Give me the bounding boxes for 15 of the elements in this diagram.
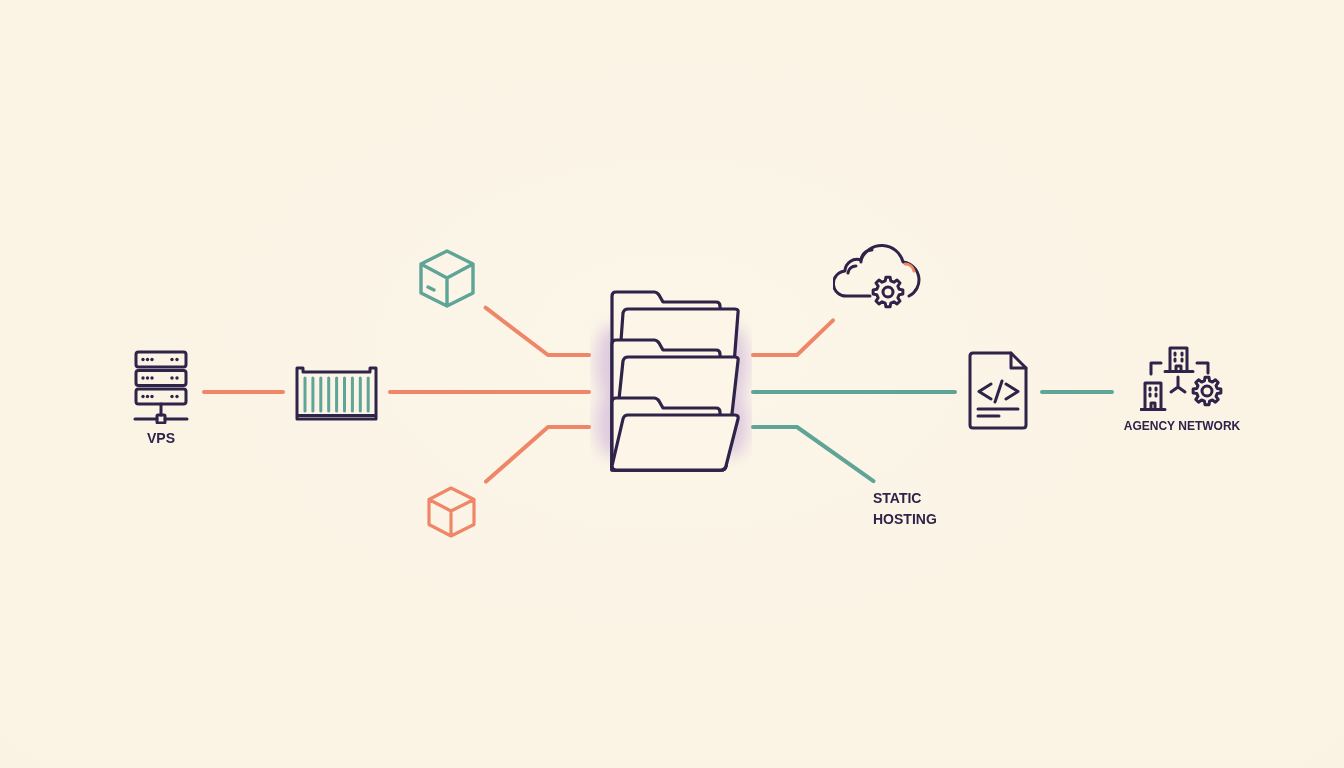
code-file-icon <box>967 351 1030 431</box>
connector-line <box>1040 390 1114 394</box>
connector-line <box>751 390 957 394</box>
connector-line <box>388 390 591 394</box>
connector-line <box>751 318 835 357</box>
node-label: STATIC HOSTING <box>873 489 938 529</box>
connector-line <box>202 390 285 394</box>
cube-icon <box>426 485 477 539</box>
container-icon <box>295 366 378 421</box>
node-label: VPS <box>147 430 175 446</box>
node-label: AGENCY NETWORK <box>1123 419 1241 433</box>
connector-line <box>483 305 591 357</box>
connector-line <box>484 425 591 484</box>
cube-icon <box>418 248 476 309</box>
connector-line <box>751 425 876 484</box>
